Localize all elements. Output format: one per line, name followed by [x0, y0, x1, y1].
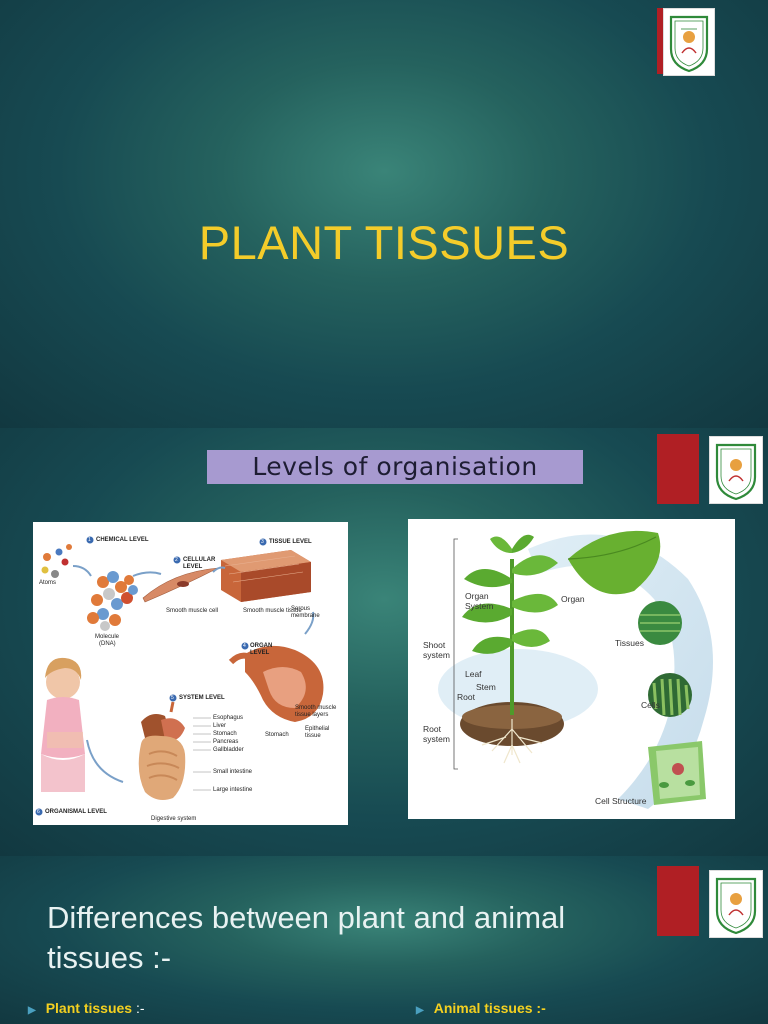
label-large-intestine: Large intestine [213, 787, 253, 793]
badge-2: 2 [175, 557, 178, 563]
badge-3: 3 [261, 539, 264, 545]
label-smooth-muscle-layers-2: tissue layers [295, 712, 329, 718]
label-epithelial-2: tissue [305, 733, 321, 739]
label-atoms: Atoms [39, 580, 57, 586]
label-molecule: Molecule [95, 634, 120, 640]
label-cells: Cells [641, 700, 660, 710]
label-leaf: Leaf [465, 669, 482, 679]
label-smooth-muscle-cell: Smooth muscle cell [166, 608, 219, 614]
bullet-plant-suffix: :- [132, 1000, 145, 1016]
label-root: Root [457, 692, 475, 702]
slide-differences: Differences between plant and animal tis… [0, 856, 768, 1024]
label-shoot-2: system [423, 650, 450, 660]
bullet-plant-tissues: ▶ Plant tissues :- [28, 1000, 145, 1016]
label-organ-level-2: LEVEL [250, 650, 270, 656]
label-serous-2: membrane [291, 613, 320, 619]
bullet-arrow-icon: ▶ [416, 1005, 424, 1016]
human-organisation-diagram: 1 CHEMICAL LEVEL Atoms Molecule (DNA) 2 … [33, 522, 348, 825]
label-chemical-level: CHEMICAL LEVEL [96, 537, 149, 543]
label-digestive-system: Digestive system [151, 816, 197, 822]
label-serous-1: Serous [291, 606, 311, 612]
bullet-animal-label: Animal tissues :- [433, 1000, 546, 1016]
label-stomach: Stomach [265, 732, 289, 738]
levels-heading: Levels of organisation [207, 450, 583, 484]
label-root-system-1: Root [423, 724, 441, 734]
school-logo [709, 436, 763, 504]
slide-title: PLANT TISSUES [0, 0, 768, 428]
label-tissue-level: TISSUE LEVEL [269, 539, 312, 545]
label-gallbladder: Gallbladder [213, 747, 244, 753]
label-root-system-2: system [423, 734, 450, 744]
label-small-intestine: Small intestine [213, 769, 253, 775]
label-cellular-level-1: CELLULAR [183, 557, 216, 563]
differences-heading: Differences between plant and animal tis… [47, 900, 566, 975]
label-organismal-level: ORGANISMAL LEVEL [45, 809, 107, 815]
label-smooth-muscle-layers-1: Smooth muscle [295, 705, 337, 711]
logo-accent-bar [657, 8, 663, 74]
label-tissues: Tissues [615, 638, 644, 648]
bullet-animal-tissues: ▶ Animal tissues :- [416, 1000, 546, 1016]
badge-4: 4 [243, 643, 246, 649]
label-cell-structure: Cell Structure [595, 796, 647, 806]
label-esophagus: Esophagus [213, 715, 244, 721]
label-dna: (DNA) [99, 641, 116, 647]
logo-accent-bar [657, 434, 699, 504]
logo-accent-bar [657, 866, 699, 936]
label-shoot-1: Shoot [423, 640, 446, 650]
slide-title-text: PLANT TISSUES [198, 216, 570, 269]
label-stem: Stem [476, 682, 496, 692]
label-pancreas: Pancreas [213, 739, 239, 745]
badge-1: 1 [88, 537, 91, 543]
badge-5: 5 [171, 695, 174, 701]
label-cellular-level-2: LEVEL [183, 564, 203, 570]
label-organ-level-1: ORGAN [250, 643, 273, 649]
school-logo [663, 8, 715, 76]
badge-6: 6 [37, 809, 40, 815]
label-organ-system-1: Organ [465, 591, 489, 601]
label-stomach-2: Stomach [213, 731, 237, 737]
school-logo [709, 870, 763, 938]
label-system-level: SYSTEM LEVEL [179, 695, 225, 701]
label-liver: Liver [213, 723, 227, 729]
bullet-plant-label: Plant tissues [45, 1000, 133, 1016]
bullet-arrow-icon: ▶ [28, 1005, 36, 1016]
label-organ-system-2: System [465, 601, 494, 611]
label-organ: Organ [561, 594, 585, 604]
slide-levels: Levels of organisation [0, 428, 768, 856]
plant-organisation-diagram: Organ System Organ Shoot system Tissues … [408, 519, 735, 819]
label-smooth-muscle-tissue: Smooth muscle tissue [243, 608, 302, 614]
label-epithelial-1: Epithelial [305, 726, 330, 732]
